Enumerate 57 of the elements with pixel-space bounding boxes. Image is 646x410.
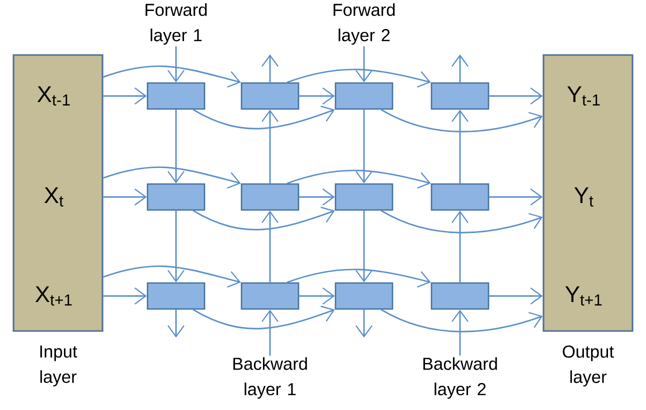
arrow <box>452 110 468 184</box>
arrow <box>286 268 431 288</box>
arrow <box>380 210 543 234</box>
arrow <box>262 54 278 82</box>
arrow <box>489 288 543 304</box>
arrow <box>262 110 278 184</box>
arrow <box>489 88 543 104</box>
layer-label: Backward layer 2 <box>423 357 497 399</box>
arrow <box>262 310 278 356</box>
arrow <box>103 66 241 88</box>
arrow <box>356 110 372 184</box>
cell-box <box>146 82 206 110</box>
arrow <box>103 88 147 104</box>
arrow <box>356 46 372 82</box>
cell-box <box>430 282 490 310</box>
cell-box <box>146 282 206 310</box>
arrow <box>380 109 543 132</box>
arrow <box>380 309 543 332</box>
arrow <box>168 210 184 282</box>
arrow <box>356 310 372 338</box>
arrow <box>192 106 335 130</box>
arrow <box>286 170 431 189</box>
layer-label: Forward layer 1 <box>146 3 207 45</box>
layer-caption: Output layer <box>562 345 614 386</box>
cell-box <box>146 183 206 211</box>
cell-box <box>334 282 394 310</box>
cell-box <box>430 82 490 110</box>
arrow <box>356 210 372 282</box>
arrow <box>103 166 241 189</box>
arrow <box>452 210 468 282</box>
arrow <box>168 310 184 338</box>
arrow <box>299 288 335 304</box>
cell-box <box>430 183 490 211</box>
cell-box <box>240 183 300 211</box>
layer-caption: Input layer <box>40 346 78 386</box>
cell-box <box>240 282 300 310</box>
arrow <box>168 110 184 184</box>
cell-box <box>240 82 300 110</box>
arrow <box>192 306 335 330</box>
arrow <box>489 188 543 206</box>
arrow <box>299 188 335 206</box>
arrow <box>262 210 278 282</box>
arrow <box>192 206 335 230</box>
arrow <box>103 188 147 206</box>
layer-label: Backward layer 1 <box>233 357 307 399</box>
arrow <box>286 68 431 88</box>
arrow <box>103 265 241 288</box>
arrow <box>452 310 468 356</box>
arrow <box>452 54 468 82</box>
input-layer-box: X$_{t-1}$ X$_{t}$ X$_{t+1}$ <box>12 54 104 332</box>
layer-label: Forward layer 2 <box>334 3 395 45</box>
arrow <box>168 46 184 82</box>
arrow <box>103 288 147 304</box>
output-layer-box: Y$_{t-1}$ Y$_{t}$ Y$_{t+1}$ <box>542 54 634 332</box>
cell-box <box>334 183 394 211</box>
arrow <box>299 88 335 104</box>
cell-box <box>334 82 394 110</box>
